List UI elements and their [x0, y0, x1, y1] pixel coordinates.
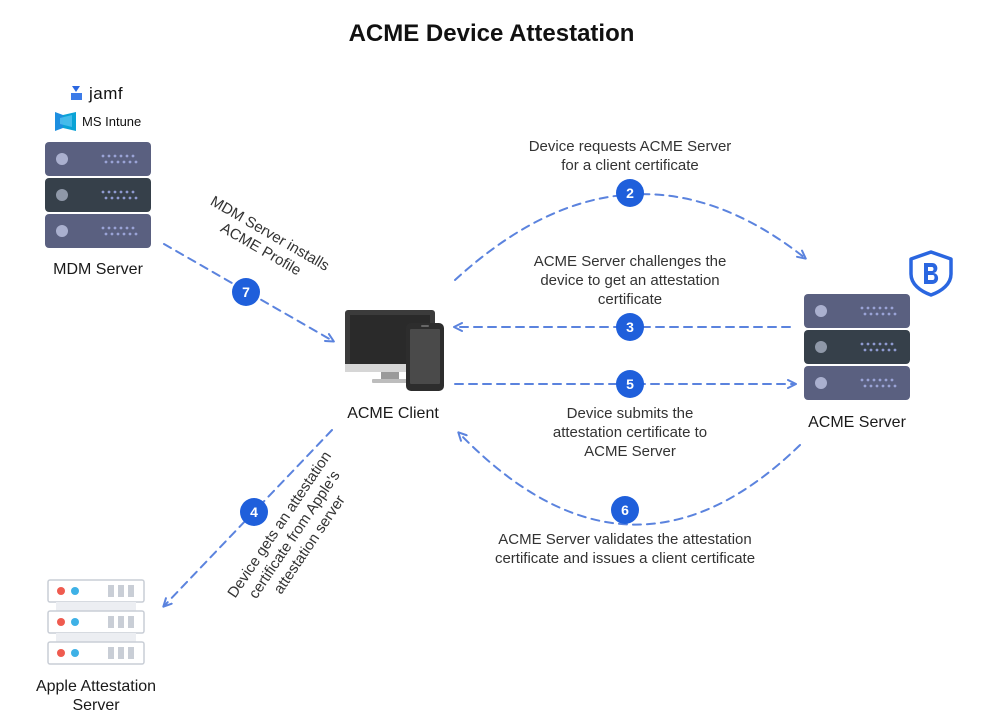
ms-intune-brand-label: MS Intune [82, 114, 142, 129]
step-badge-5-number: 5 [626, 376, 634, 392]
shield-icon [909, 250, 953, 297]
acme-client-device-icon [345, 310, 444, 391]
step-badge-4: 4 [240, 498, 268, 526]
mdm-server-label: MDM Server [53, 261, 143, 278]
arrow-step-4 [162, 429, 333, 608]
acme-server-label: ACME Server [808, 414, 906, 431]
step-badge-3: 3 [616, 313, 644, 341]
page-title: ACME Device Attestation [348, 20, 635, 47]
apple-attestation-server-icon [47, 579, 145, 665]
step-badge-6: 6 [611, 496, 639, 524]
step-badge-2-number: 2 [626, 185, 634, 201]
jamf-logo-icon [71, 86, 82, 100]
apple-attestation-server-label: Apple Attestation Server [35, 678, 157, 714]
ms-intune-logo-icon [55, 112, 76, 131]
step-badge-3-number: 3 [626, 319, 634, 335]
step-6-caption: ACME Server validates the attestation ce… [494, 531, 756, 567]
arrow-step-6 [457, 431, 801, 526]
step-5-caption: Device submits the attestation certifica… [552, 405, 708, 460]
acme-server-icon [804, 294, 910, 400]
jamf-brand-label: jamf [89, 84, 124, 103]
step-badge-7-number: 7 [242, 284, 250, 300]
step-badge-7: 7 [232, 278, 260, 306]
step-2-caption: Device requests ACME Server for a client… [528, 138, 732, 174]
acme-client-label: ACME Client [347, 405, 439, 422]
step-badge-4-number: 4 [250, 504, 258, 520]
step-badge-6-number: 6 [621, 502, 629, 518]
step-3-caption: ACME Server challenges the device to get… [533, 253, 727, 308]
step-badge-2: 2 [616, 179, 644, 207]
mdm-server-icon [45, 142, 151, 248]
step-badge-5: 5 [616, 370, 644, 398]
